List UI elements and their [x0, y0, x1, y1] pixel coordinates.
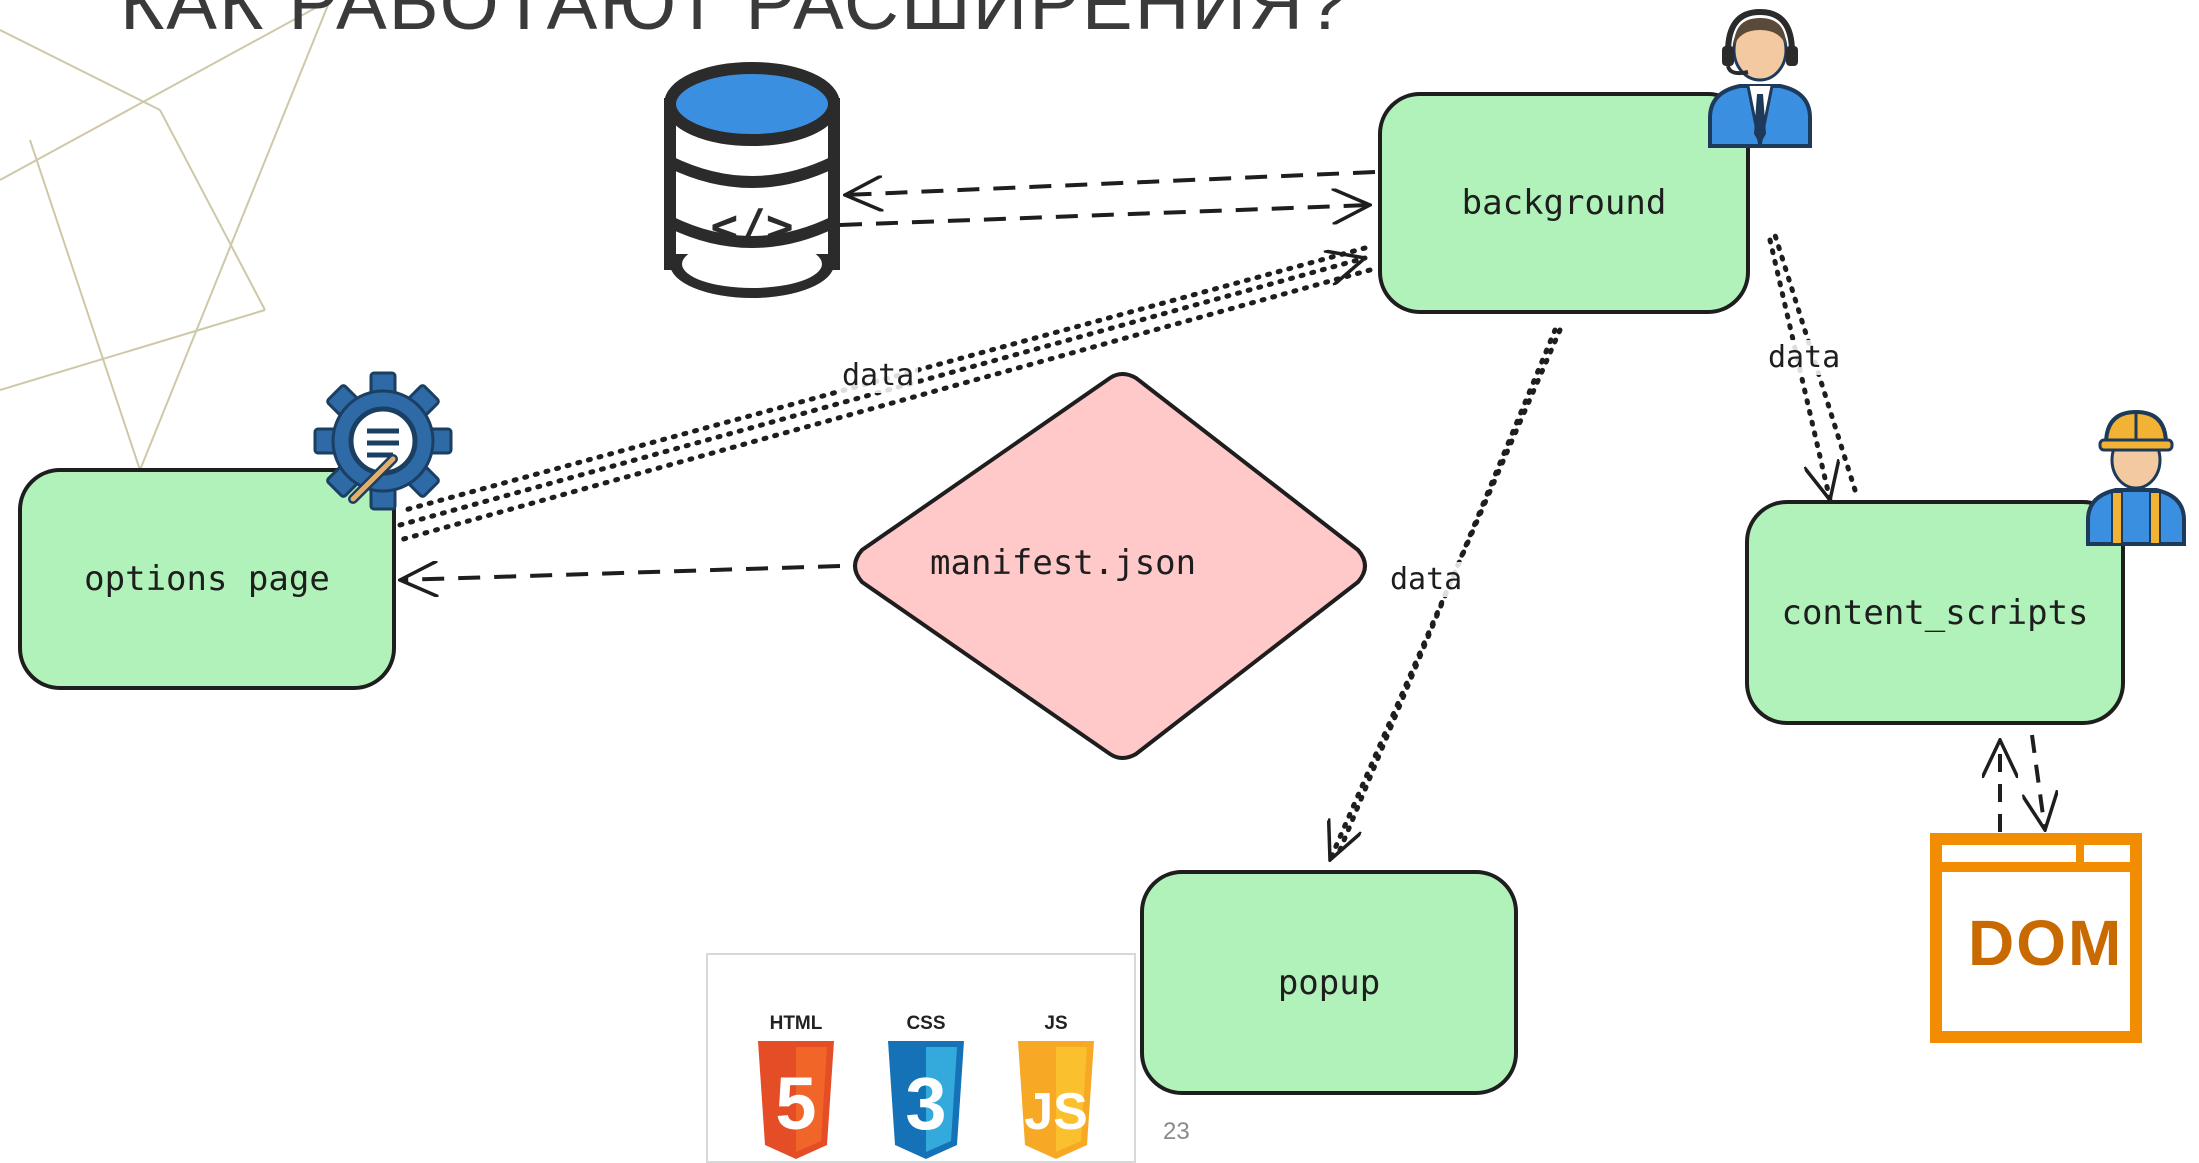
edge-label-options-background: data — [838, 358, 919, 393]
web-tech-logos: HTML CSS JS 5 3 JS — [706, 953, 1136, 1163]
css-logo-label: CSS — [906, 1013, 946, 1034]
edge-label-popup-background: data — [1386, 562, 1467, 597]
options-page-node-label: options page — [84, 559, 330, 599]
css3-icon: 3 — [888, 1041, 964, 1159]
html5-icon: 5 — [758, 1041, 834, 1159]
settings-gear-icon — [313, 371, 453, 511]
edge-background-to-options-2 — [397, 267, 1373, 543]
edge-label-content-background: data — [1764, 340, 1845, 375]
manifest-diamond — [853, 372, 1367, 760]
background-node-label: background — [1461, 183, 1667, 223]
js-mark: JS — [1024, 1083, 1088, 1141]
content-scripts-node-label: content_scripts — [1781, 592, 2089, 633]
page-number: 23 — [1163, 1118, 1190, 1145]
edge-background-to-database — [845, 170, 1376, 195]
support-agent-icon — [1708, 8, 1812, 148]
dom-label: DOM — [1968, 907, 2124, 979]
edge-options-to-background — [397, 258, 1365, 528]
database-icon: </> — [664, 62, 840, 298]
edge-content-to-dom — [2032, 734, 2045, 830]
svg-text:</>: </> — [710, 199, 793, 253]
popup-node-label: popup — [1277, 962, 1381, 1003]
slide-title: КАК РАБОТАЮТ РАСШИРЕНИЯ? — [120, 0, 1350, 46]
options-page-node: options page — [18, 468, 396, 690]
js-icon: JS — [1018, 1041, 1094, 1159]
html-logo-label: HTML — [769, 1013, 823, 1034]
js-logo-label: JS — [1044, 1013, 1068, 1034]
html5-mark: 5 — [775, 1062, 816, 1145]
content-scripts-node: content_scripts — [1745, 500, 2125, 725]
edge-database-to-background — [839, 205, 1370, 227]
edge-manifest-to-options — [400, 566, 841, 580]
css3-mark: 3 — [905, 1062, 946, 1145]
background-node: background — [1378, 92, 1750, 314]
dom-window-icon — [1930, 833, 2142, 1043]
manifest-label: manifest.json — [930, 543, 1197, 583]
worker-icon — [2086, 409, 2186, 546]
popup-node: popup — [1140, 870, 1518, 1095]
